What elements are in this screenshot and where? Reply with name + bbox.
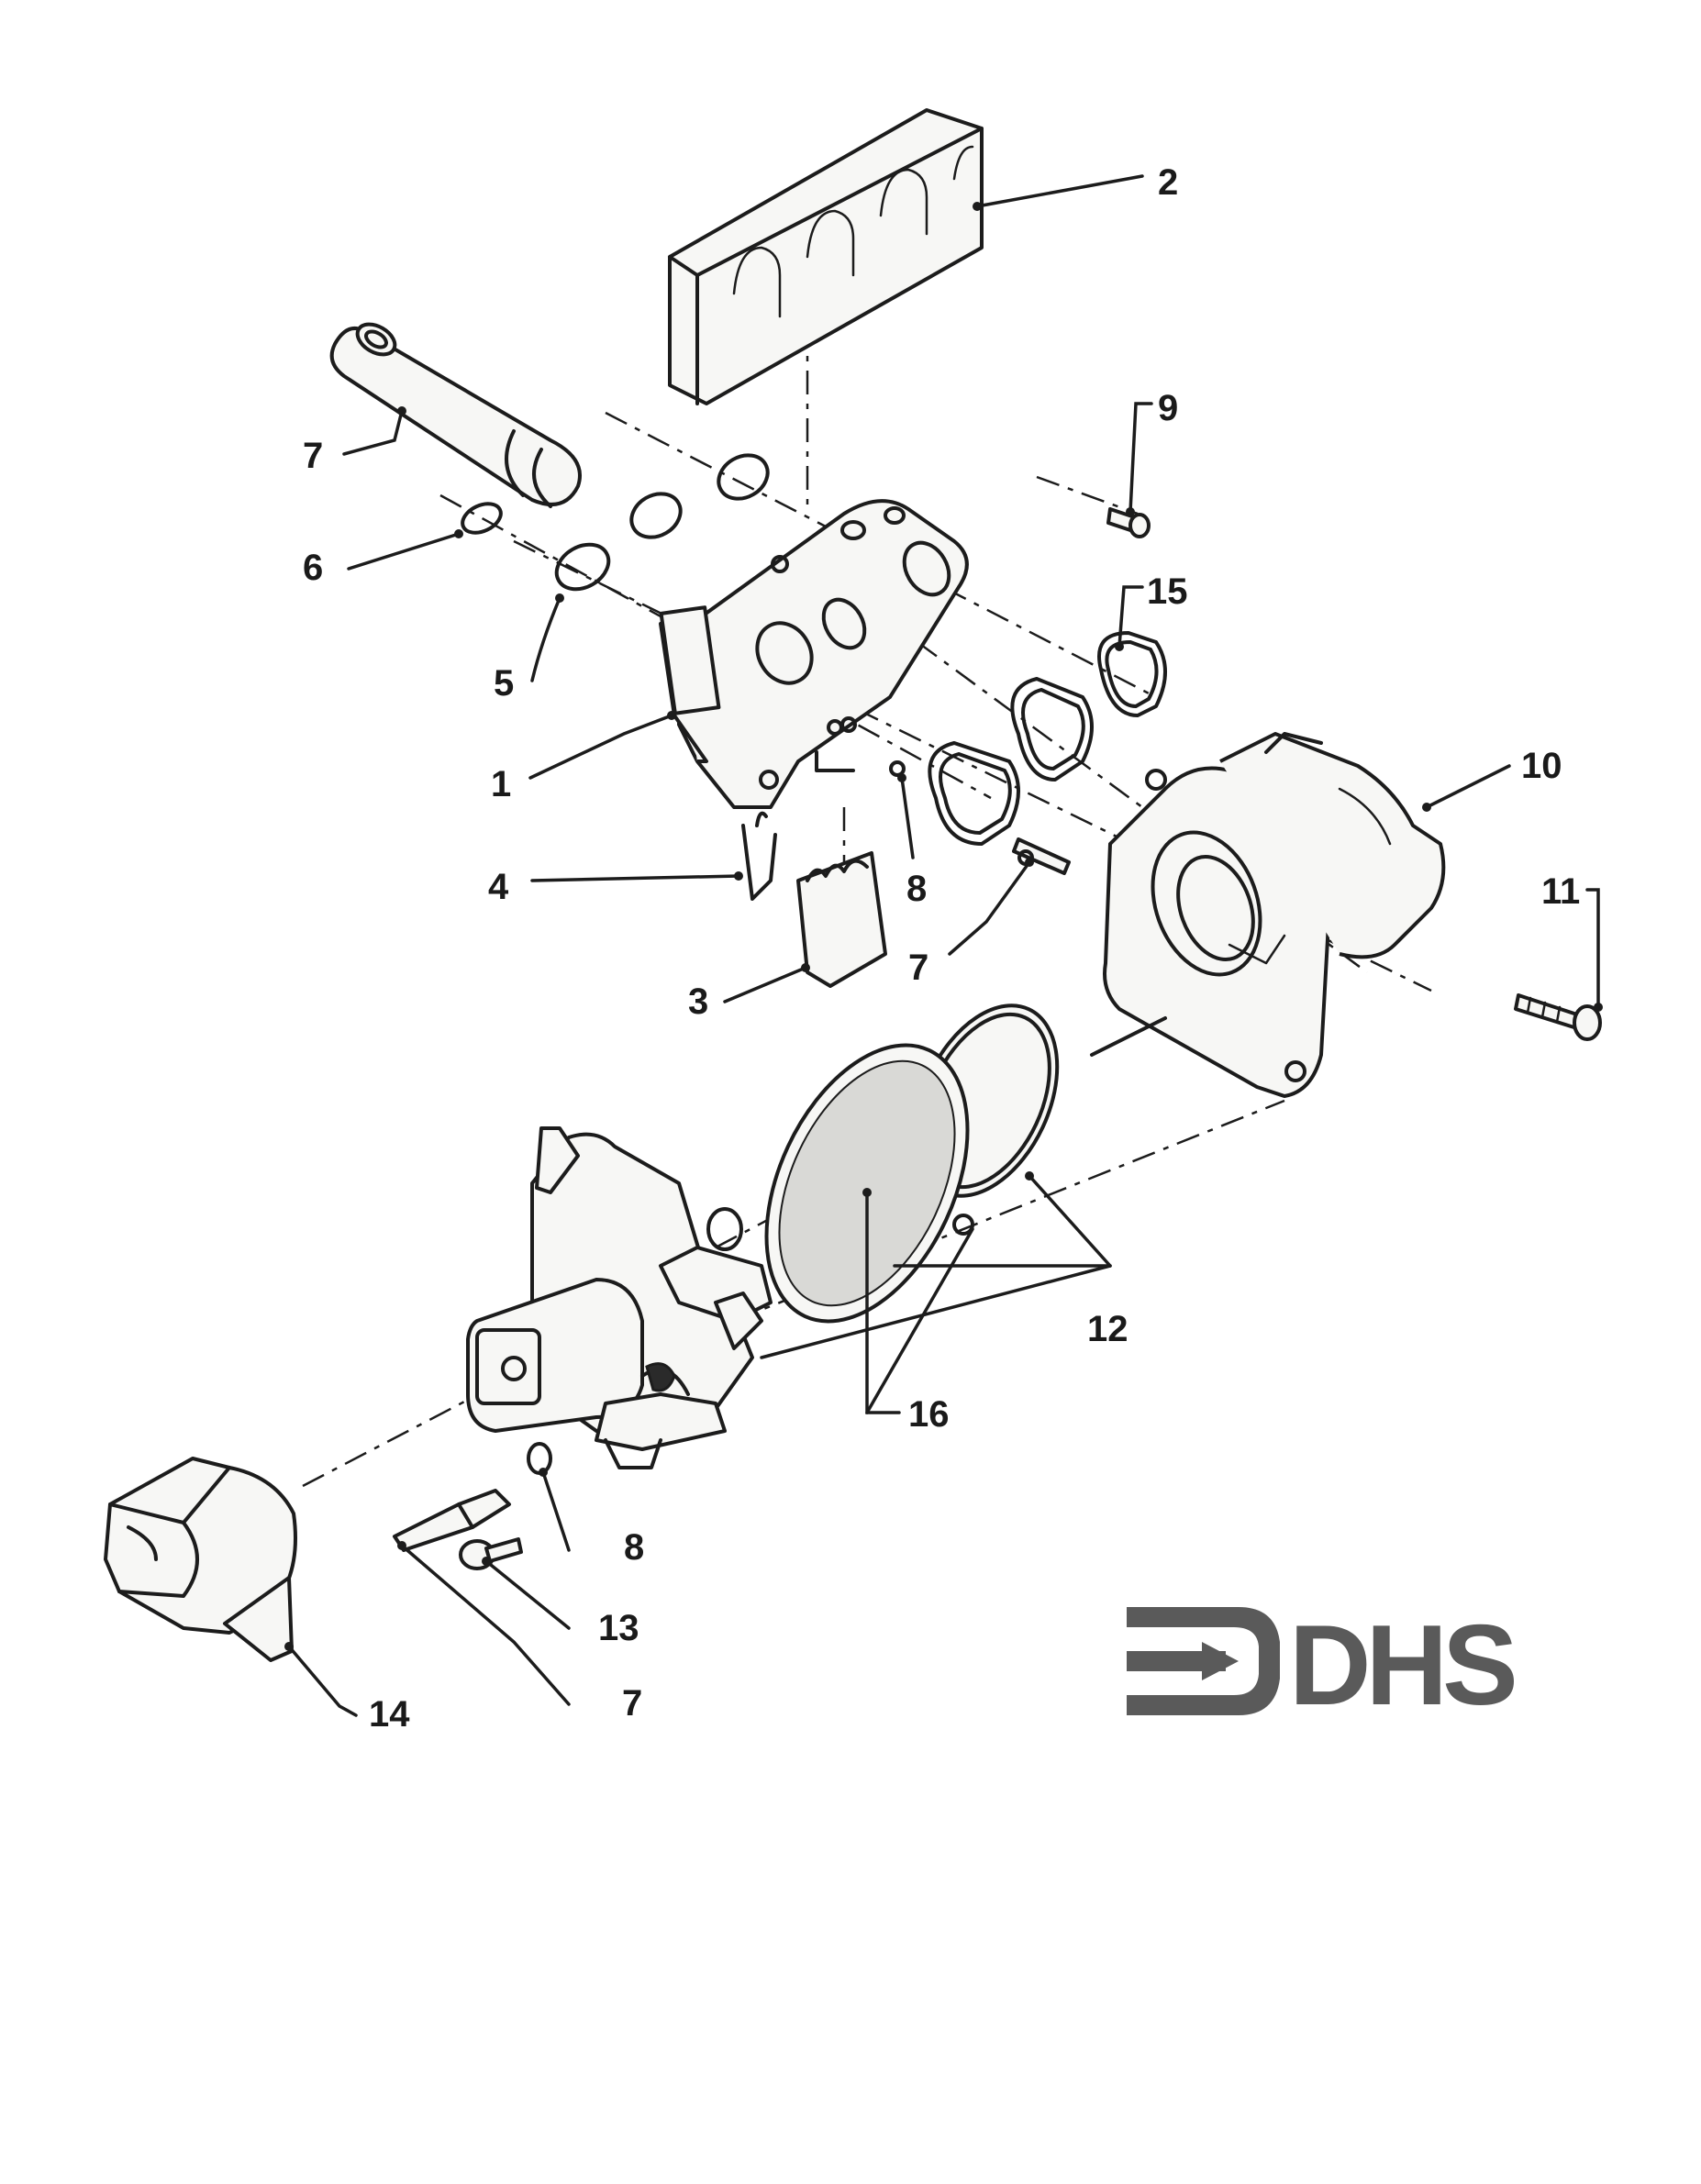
part-3-cover — [796, 851, 887, 988]
part-1-valve-block — [659, 499, 969, 809]
callout-8-bottom: 8 — [624, 1527, 644, 1568]
part-14-cap — [104, 1457, 297, 1662]
part-2-clip — [668, 108, 984, 405]
part-10-housing — [1090, 732, 1446, 1098]
callout-14: 14 — [369, 1694, 410, 1735]
dhs-logo-mark — [1127, 1607, 1280, 1715]
part-11-screw — [1514, 993, 1602, 1041]
callout-13: 13 — [598, 1608, 639, 1648]
callout-10: 10 — [1521, 746, 1562, 786]
dhs-logo-text: DHS — [1289, 1602, 1514, 1729]
callout-8-mid: 8 — [906, 869, 927, 909]
callout-4: 4 — [488, 867, 509, 907]
callout-6: 6 — [303, 548, 323, 588]
part-7-pin-bottom — [393, 1489, 511, 1552]
part-13-screw — [459, 1537, 523, 1570]
actuator-body — [466, 1126, 773, 1469]
callout-7-mid: 7 — [908, 948, 928, 988]
callout-9: 9 — [1158, 388, 1178, 428]
callout-1: 1 — [491, 764, 511, 804]
dhs-logo: DHS — [1127, 1602, 1519, 1729]
callout-7-bottom: 7 — [622, 1683, 642, 1724]
callout-16: 16 — [908, 1394, 950, 1435]
callout-leaders — [284, 174, 1603, 1717]
part-8-ring-bottom — [527, 1442, 552, 1475]
callout-12: 12 — [1087, 1309, 1128, 1349]
callout-3: 3 — [688, 981, 708, 1022]
part-8-ring-mid — [889, 760, 906, 777]
part-4-bracket — [741, 811, 777, 901]
part-7-tube — [329, 322, 582, 508]
o-rings — [461, 453, 770, 592]
callout-11: 11 — [1541, 871, 1580, 912]
callout-labels: 2 9 7 6 15 5 1 10 4 8 11 7 3 12 16 8 13 … — [303, 162, 1580, 1735]
callout-7-top: 7 — [303, 436, 323, 476]
part-16-diaphragm — [764, 1043, 974, 1324]
callout-15: 15 — [1147, 571, 1188, 612]
part-15-gaskets — [928, 631, 1167, 846]
part-7-pin-mid — [1012, 837, 1071, 875]
callout-5: 5 — [494, 663, 514, 704]
callout-2: 2 — [1158, 162, 1178, 203]
